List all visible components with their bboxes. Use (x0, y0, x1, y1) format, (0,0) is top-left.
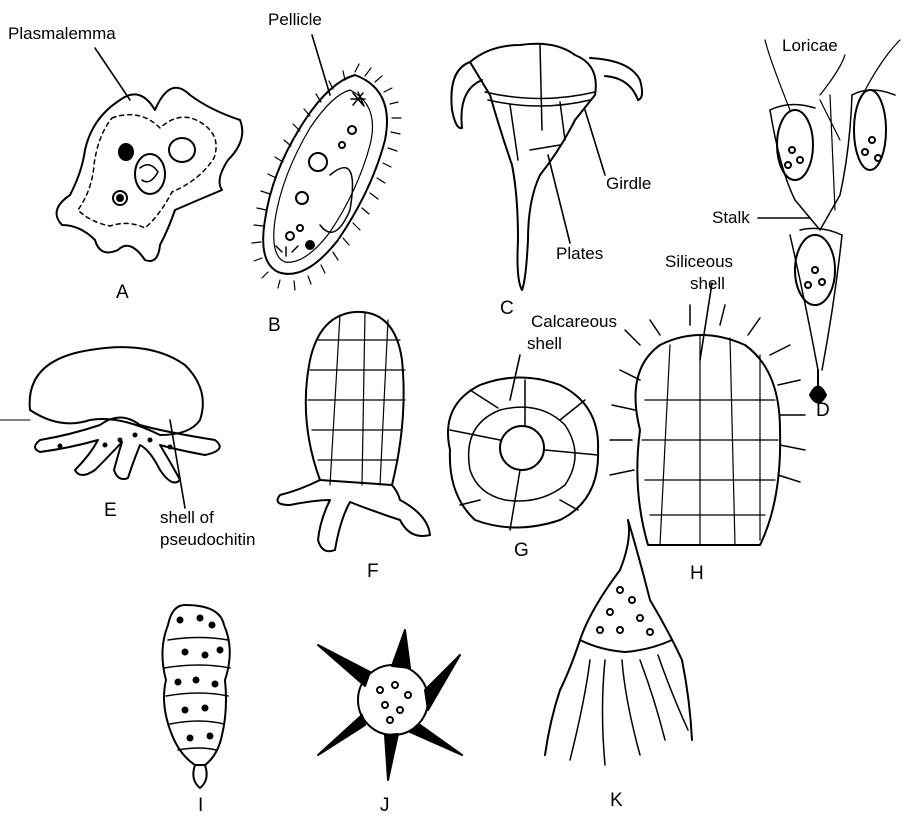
letter-i: I (198, 795, 203, 817)
letter-f: F (367, 561, 379, 583)
segmented-shell-drawing (162, 605, 230, 788)
conical-spiny-shell-drawing (545, 520, 692, 765)
label-plasmalemma: Plasmalemma (8, 24, 116, 44)
label-loricae: Loricae (782, 36, 838, 56)
letter-b: B (268, 315, 281, 337)
letter-e: E (104, 500, 117, 522)
difflugia-drawing (278, 312, 430, 551)
label-calcareous-line2: shell (527, 334, 562, 354)
paramecium-drawing (252, 64, 401, 290)
label-calcareous-line1: Calcareous (531, 312, 617, 332)
letter-h: H (690, 563, 704, 585)
letter-j: J (380, 795, 390, 817)
dinoflagellate-drawing (451, 44, 642, 290)
siliceous-shell-drawing (610, 305, 805, 545)
letter-a: A (116, 282, 129, 304)
label-siliceous-line2: shell (690, 274, 725, 294)
label-siliceous-line1: Siliceous (665, 252, 733, 272)
label-pseudochitin-line1: shell of (160, 508, 214, 528)
letter-k: K (610, 790, 623, 812)
label-plates: Plates (556, 244, 603, 264)
pseudochitin-shell-drawing (0, 347, 220, 482)
label-pellicle: Pellicle (268, 10, 322, 30)
letter-c: C (500, 298, 514, 320)
label-stalk: Stalk (712, 208, 750, 228)
letter-d: D (816, 400, 830, 422)
label-girdle: Girdle (606, 174, 651, 194)
letter-g: G (514, 540, 529, 562)
calcareous-shell-drawing (448, 378, 598, 531)
star-radiolarian-drawing (318, 630, 462, 780)
label-pseudochitin-line2: pseudochitin (160, 530, 255, 550)
amoeba-drawing (57, 88, 243, 261)
